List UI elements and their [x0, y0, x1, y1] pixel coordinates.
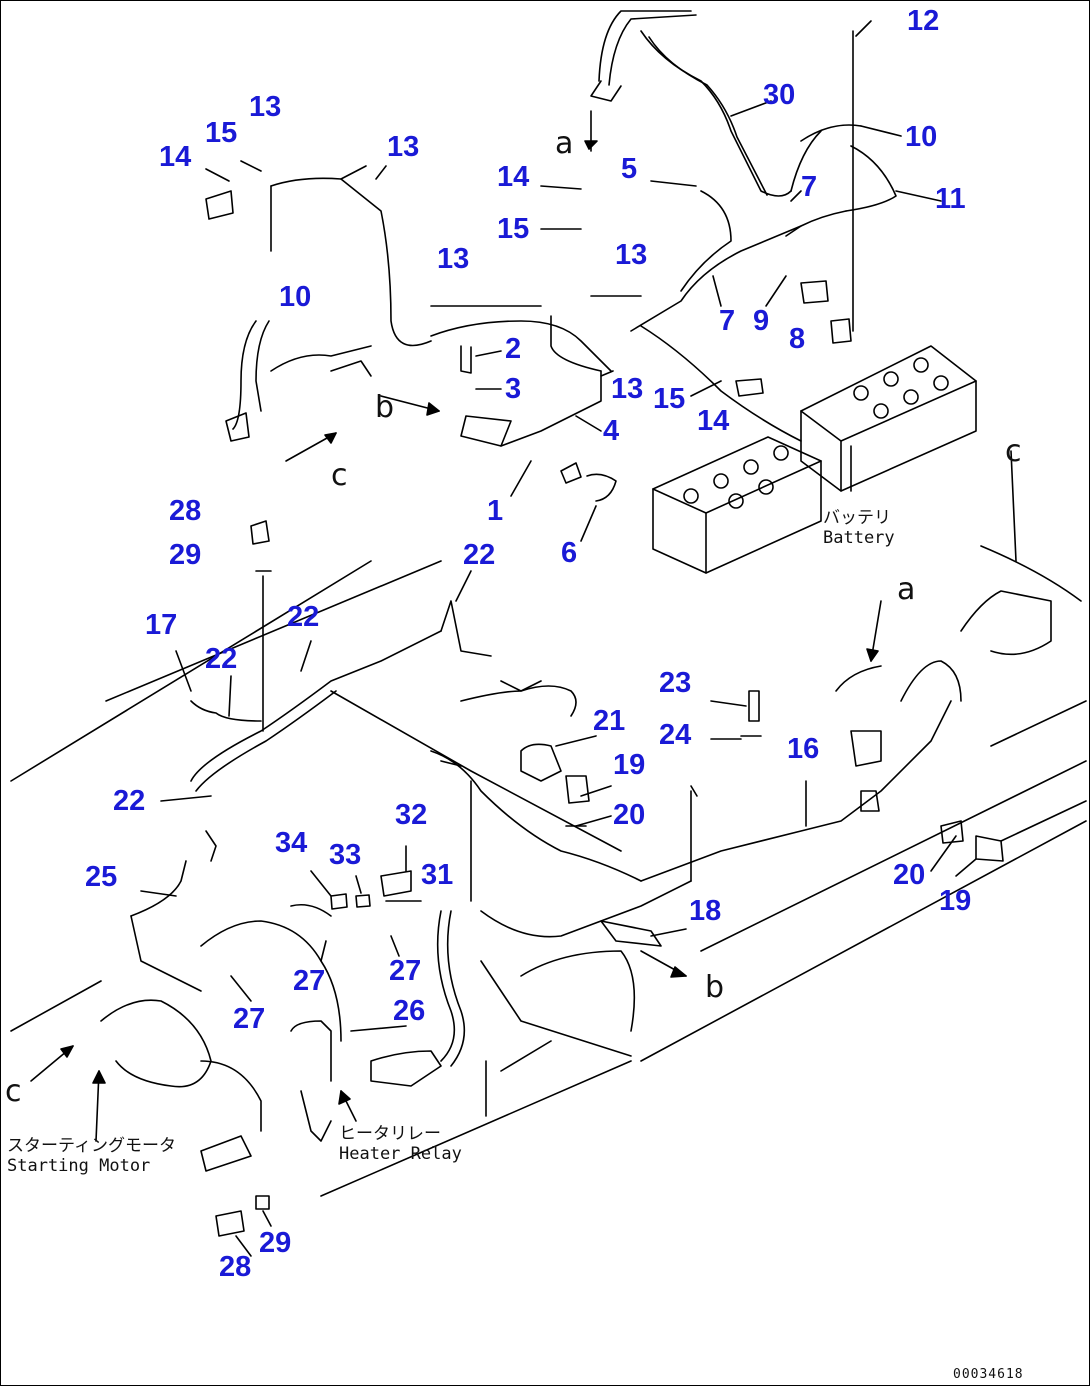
callout-14: 14 — [497, 161, 530, 193]
callout-18: 18 — [689, 895, 722, 927]
battery-illustration — [652, 345, 977, 574]
callout-22: 22 — [205, 643, 238, 675]
callout-8: 8 — [789, 323, 806, 355]
label-letter: a — [555, 126, 574, 161]
callout-2: 2 — [505, 333, 522, 365]
label-letter: c — [331, 458, 348, 493]
callout-29: 29 — [259, 1227, 292, 1259]
lower-leaders — [30, 570, 977, 1257]
callout-16: 16 — [787, 733, 820, 765]
callout-30: 30 — [763, 79, 796, 111]
callout-19: 19 — [613, 749, 646, 781]
upper-cables — [205, 10, 897, 502]
callout-9: 9 — [753, 305, 770, 337]
callout-17: 17 — [145, 609, 178, 641]
callout-33: 33 — [329, 839, 362, 871]
callout-27: 27 — [389, 955, 422, 987]
callout-22: 22 — [287, 601, 320, 633]
callout-15: 15 — [653, 383, 686, 415]
callout-13: 13 — [249, 91, 282, 123]
callout-7: 7 — [719, 305, 736, 337]
callout-25: 25 — [85, 861, 118, 893]
label-letter: b — [375, 390, 395, 425]
battery-label: バッテリ Battery — [823, 508, 895, 548]
callout-6: 6 — [561, 537, 578, 569]
chassis-frame — [10, 450, 1087, 1197]
callout-13: 13 — [615, 239, 648, 271]
label-letter: c — [5, 1074, 22, 1109]
callout-26: 26 — [393, 995, 426, 1027]
callout-3: 3 — [505, 373, 522, 405]
callout-12: 12 — [907, 5, 940, 37]
callout-4: 4 — [603, 415, 620, 447]
callout-19: 19 — [939, 885, 972, 917]
label-letter: a — [897, 572, 916, 607]
label-letter: b — [705, 970, 725, 1005]
callout-28: 28 — [219, 1251, 252, 1283]
heater-relay-label: ヒータリレー Heater Relay — [339, 1124, 462, 1164]
callout-32: 32 — [395, 799, 428, 831]
callout-31: 31 — [421, 859, 454, 891]
lower-harness — [100, 520, 1052, 1237]
callout-14: 14 — [159, 141, 192, 173]
callout-1: 1 — [487, 495, 504, 527]
callout-22: 22 — [463, 539, 496, 571]
callout-13: 13 — [437, 243, 470, 275]
callout-21: 21 — [593, 705, 626, 737]
document-number: 00034618 — [953, 1367, 1024, 1382]
callout-15: 15 — [205, 117, 238, 149]
callout-7: 7 — [801, 171, 818, 203]
callout-13: 13 — [387, 131, 420, 163]
callout-23: 23 — [659, 667, 692, 699]
callout-20: 20 — [613, 799, 646, 831]
upper-leaders — [205, 20, 942, 542]
callout-10: 10 — [905, 121, 938, 153]
callout-34: 34 — [275, 827, 308, 859]
callout-24: 24 — [659, 719, 692, 751]
label-letter: c — [1005, 434, 1022, 469]
callout-13: 13 — [611, 373, 644, 405]
callout-10: 10 — [279, 281, 312, 313]
callout-11: 11 — [935, 183, 966, 215]
callout-14: 14 — [697, 405, 730, 437]
callout-27: 27 — [233, 1003, 266, 1035]
callout-15: 15 — [497, 213, 530, 245]
callout-28: 28 — [169, 495, 202, 527]
callout-20: 20 — [893, 859, 926, 891]
callout-29: 29 — [169, 539, 202, 571]
callout-22: 22 — [113, 785, 146, 817]
callout-27: 27 — [293, 965, 326, 997]
starting-motor-label: スターティングモータ Starting Motor — [7, 1136, 176, 1176]
callout-5: 5 — [621, 153, 638, 185]
